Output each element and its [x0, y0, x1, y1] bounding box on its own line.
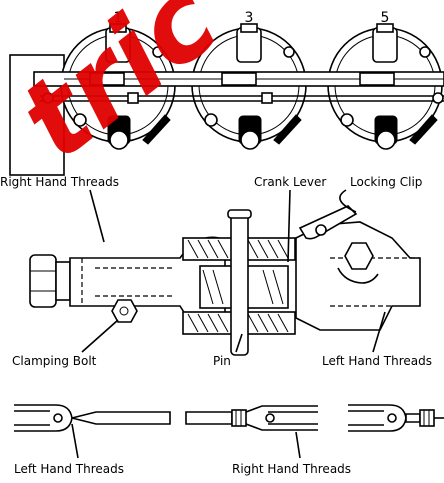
label-left-hand-threads-upper: Left Hand Threads [322, 354, 432, 368]
right-fork [348, 404, 407, 432]
carburetor-top-view: 1 3 5 [9, 10, 444, 176]
left-rod [71, 411, 171, 425]
right-housing [295, 221, 421, 331]
leader-clamping-bolt [81, 319, 119, 353]
label-left-hand-threads-lower: Left Hand Threads [14, 462, 124, 476]
leader-locking-clip [339, 189, 357, 213]
carburetor-number-5: 5 [381, 10, 390, 26]
label-right-hand-threads: Right Hand Threads [0, 175, 119, 189]
left-fork [14, 404, 73, 432]
locking-clip-hex [344, 242, 374, 270]
middle-fork [245, 405, 318, 431]
rod-ends-view: Left Hand Threads Right Hand Threads [14, 404, 444, 476]
linkage-rails [33, 71, 444, 104]
label-right-hand-threads-lower: Right Hand Threads [232, 462, 351, 476]
carburetor-number-1: 1 [114, 10, 123, 26]
pin [227, 209, 252, 356]
leader-pin [235, 333, 243, 353]
label-pin: Pin [213, 354, 231, 368]
leader-right-hand-threads [89, 189, 105, 243]
leader-left-hand-threads-lower [71, 423, 79, 459]
clamp-assembly-view: Right Hand Threads Crank Lever Locking C… [0, 175, 432, 368]
clamping-bolt-hex [111, 299, 138, 323]
label-locking-clip: Locking Clip [350, 175, 422, 189]
hex-nut [29, 254, 71, 308]
carburetor-number-3: 3 [245, 10, 254, 26]
label-crank-lever: Crank Lever [254, 175, 326, 189]
middle-rod [185, 411, 233, 425]
leader-right-hand-threads-lower [295, 431, 301, 459]
leader-left-hand-threads [372, 311, 386, 353]
leader-crank-lever [287, 189, 291, 263]
locking-clip [298, 205, 358, 240]
label-clamping-bolt: Clamping Bolt [12, 354, 97, 368]
